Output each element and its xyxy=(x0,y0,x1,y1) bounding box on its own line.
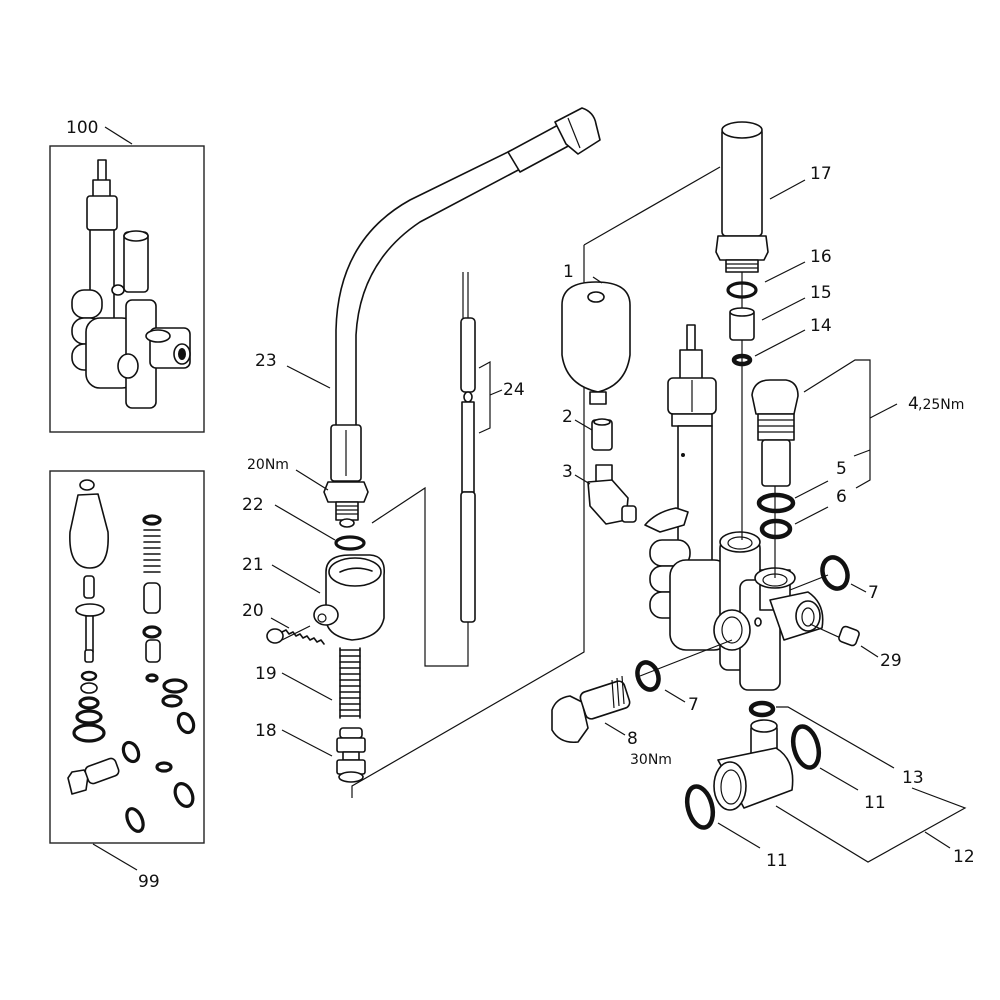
callout-100: 100 xyxy=(66,118,98,138)
inset-frame-100 xyxy=(49,145,205,433)
leader-20 xyxy=(270,617,290,629)
leader-19 xyxy=(281,672,333,701)
callout-1: 1 xyxy=(563,262,574,282)
repair-kit-drawing xyxy=(67,479,196,833)
callout-7-right: 7 xyxy=(868,583,879,603)
leader-11-lower xyxy=(717,822,761,849)
callout-6: 6 xyxy=(836,487,847,507)
callout-2: 2 xyxy=(562,407,573,427)
leader-8 xyxy=(604,722,626,736)
leader-3 xyxy=(574,474,591,485)
callout-11-lower: 11 xyxy=(766,851,788,871)
leader-22 xyxy=(274,504,336,541)
leader-12 xyxy=(924,831,951,849)
torque-20nm: 20Nm xyxy=(247,457,289,473)
main-valve-body xyxy=(561,160,860,692)
callout-19: 19 xyxy=(255,664,277,684)
callout-18: 18 xyxy=(255,721,277,741)
banjo-bolt-8 xyxy=(551,675,631,744)
callout-21: 21 xyxy=(242,555,264,575)
callout-4: 4 xyxy=(908,394,919,414)
leader-23 xyxy=(286,365,331,389)
leader-17 xyxy=(769,179,806,200)
callout-17: 17 xyxy=(810,164,832,184)
leader-99 xyxy=(92,843,138,871)
callout-24: 24 xyxy=(503,380,525,400)
callout-5: 5 xyxy=(836,459,847,479)
callout-14: 14 xyxy=(810,316,832,336)
callout-3: 3 xyxy=(562,462,573,482)
leader-6 xyxy=(794,506,829,525)
callout-20: 20 xyxy=(242,601,264,621)
callout-16: 16 xyxy=(810,247,832,267)
callout-11-upper: 11 xyxy=(864,793,886,813)
torque-part4: ,25Nm xyxy=(918,397,964,413)
callout-7-left: 7 xyxy=(688,695,699,715)
bypass-hose-group xyxy=(266,107,601,783)
upper-stack xyxy=(715,121,799,540)
leader-15 xyxy=(761,297,806,321)
callout-23: 23 xyxy=(255,351,277,371)
bracket-4 xyxy=(803,359,871,489)
leader-16 xyxy=(764,261,806,283)
callout-13: 13 xyxy=(902,768,924,788)
sensor-24 xyxy=(460,272,503,650)
leader-5-stub xyxy=(853,449,871,457)
leader-29 xyxy=(860,645,879,658)
callout-99: 99 xyxy=(138,872,160,892)
leader-20nm xyxy=(295,469,329,491)
leader-11-upper xyxy=(819,767,859,791)
leader-100 xyxy=(104,126,133,145)
torque-part8: 30Nm xyxy=(630,752,672,768)
assembly-guide-line xyxy=(351,245,585,798)
leader-4 xyxy=(869,403,898,419)
leader-14 xyxy=(754,329,806,357)
assembly-guide-line-2 xyxy=(371,486,469,667)
callout-12: 12 xyxy=(953,847,975,867)
callout-29: 29 xyxy=(880,651,902,671)
leader-7-right xyxy=(850,583,867,593)
leader-1 xyxy=(592,276,603,284)
callout-22: 22 xyxy=(242,495,264,515)
inset-frame-99 xyxy=(49,470,205,844)
leader-13 xyxy=(776,706,895,769)
leader-2 xyxy=(574,419,593,431)
inset-kit-99 xyxy=(49,470,205,871)
callout-15: 15 xyxy=(810,283,832,303)
leader-5 xyxy=(794,480,829,499)
inset-assembly-100 xyxy=(49,126,205,433)
leader-18 xyxy=(281,729,333,757)
bracket-12 xyxy=(775,787,967,863)
valve-assembly-drawing xyxy=(71,159,191,409)
leader-7-left xyxy=(664,689,686,703)
elbow-12 xyxy=(684,700,822,830)
callout-8: 8 xyxy=(627,729,638,749)
leader-21 xyxy=(271,564,321,594)
